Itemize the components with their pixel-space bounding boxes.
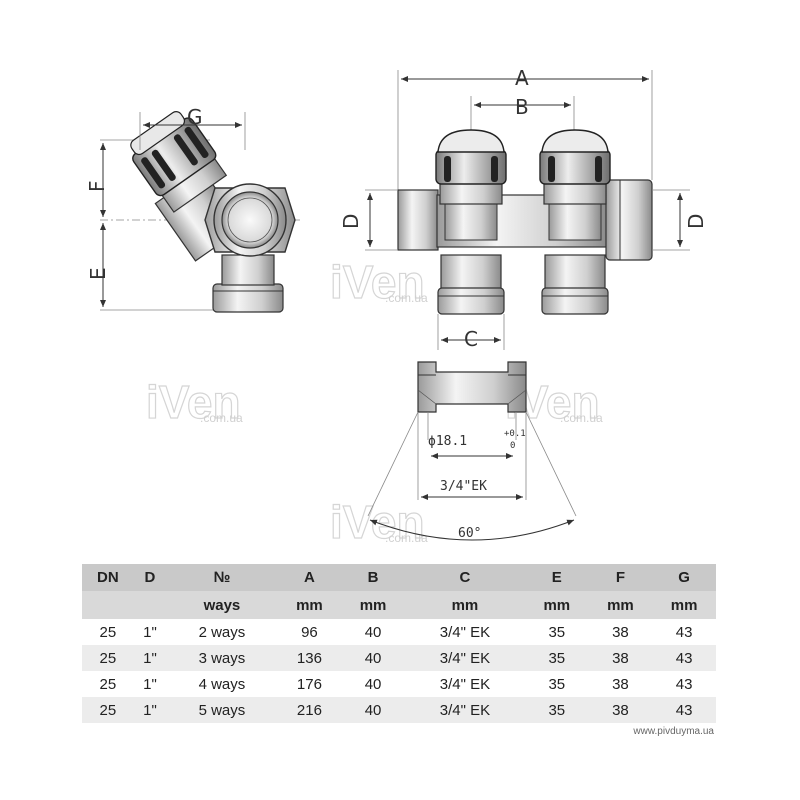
unit-header: ways bbox=[166, 591, 278, 619]
table-cell: 40 bbox=[341, 645, 405, 671]
unit-header: mm bbox=[524, 591, 589, 619]
watermark-domain: .com.ua bbox=[560, 411, 603, 425]
dim-label-e: E bbox=[86, 267, 110, 280]
tolerance-lower: 0 bbox=[510, 441, 515, 451]
col-header: № bbox=[166, 564, 278, 591]
col-header: C bbox=[404, 564, 525, 591]
table-cell: 176 bbox=[296, 675, 322, 693]
table-cell: 1" bbox=[143, 675, 157, 693]
table-header-row: DN D № A B C E F G bbox=[82, 564, 716, 591]
unit-header: mm bbox=[277, 591, 342, 619]
table-cell: 35 bbox=[524, 697, 589, 723]
watermark-brand: iVen bbox=[146, 376, 241, 428]
table-cell: 25 bbox=[82, 645, 134, 671]
unit-header: mm bbox=[588, 591, 653, 619]
table-cell: 216 bbox=[277, 697, 342, 723]
table-cell: 3/4" EK bbox=[404, 697, 525, 723]
table-row: 25 1" 2 ways 96 40 3/4" EK 35 38 43 bbox=[82, 619, 716, 645]
col-header: B bbox=[341, 564, 405, 591]
table-cell: 38 bbox=[612, 675, 629, 693]
table-cell: 1" bbox=[143, 623, 157, 641]
col-header: A bbox=[277, 564, 342, 591]
table-cell: 40 bbox=[341, 697, 405, 723]
table-cell: 25 bbox=[99, 623, 117, 641]
angle-label: 60° bbox=[458, 526, 481, 541]
table-cell: 38 bbox=[612, 623, 629, 641]
dim-label-f: F bbox=[85, 180, 109, 192]
watermark-domain: .com.ua bbox=[385, 531, 428, 545]
dim-label-b: B bbox=[515, 95, 529, 119]
table-cell: 43 bbox=[675, 623, 693, 641]
table-cell: 2 ways bbox=[198, 623, 246, 641]
table-row: 25 1" 5 ways 216 40 3/4" EK 35 38 43 bbox=[82, 697, 716, 723]
dim-label-a: A bbox=[515, 66, 529, 90]
table-cell: 35 bbox=[548, 623, 566, 641]
table-cell: 1" bbox=[133, 645, 167, 671]
col-header: G bbox=[652, 564, 716, 591]
table-cell: 3/4" EK bbox=[404, 645, 525, 671]
tolerance-upper: +0.1 bbox=[504, 429, 526, 439]
table-cell: 4 ways bbox=[198, 675, 246, 693]
dim-label-g: G bbox=[187, 105, 203, 129]
table-cell: 35 bbox=[524, 645, 589, 671]
table-cell: 35 bbox=[548, 675, 566, 693]
table-cell: 40 bbox=[364, 675, 382, 693]
technical-drawing: iVen .com.ua iVen .com.ua iVen .com.ua i… bbox=[85, 66, 708, 549]
table-cell: 96 bbox=[301, 623, 318, 641]
col-header: E bbox=[524, 564, 589, 591]
table-cell: 25 bbox=[99, 675, 117, 693]
dim-label-d-right: D bbox=[684, 214, 708, 229]
table-row: 25 1" 3 ways 136 40 3/4" EK 35 38 43 bbox=[82, 645, 716, 671]
table-cell: 136 bbox=[277, 645, 342, 671]
table-cell: 43 bbox=[652, 697, 716, 723]
table-cell: 38 bbox=[588, 645, 653, 671]
col-header: D bbox=[133, 564, 167, 591]
unit-header bbox=[133, 591, 167, 619]
dim-label-c: C bbox=[464, 327, 478, 351]
unit-header: mm bbox=[404, 591, 525, 619]
table-cell: 1" bbox=[133, 697, 167, 723]
table-cell: 3/4" EK bbox=[439, 623, 491, 641]
table-cell: 40 bbox=[364, 623, 382, 641]
unit-header: mm bbox=[652, 591, 716, 619]
front-view: A B D D bbox=[339, 66, 708, 351]
table-units-row: ways mm mm mm mm mm mm bbox=[82, 591, 716, 619]
connection-detail: ϕ18.1 +0.1 0 3/4"EK 60° bbox=[367, 361, 577, 541]
table-cell: 43 bbox=[652, 645, 716, 671]
table-cell: 5 ways bbox=[166, 697, 278, 723]
watermark-brand: iVen bbox=[330, 256, 425, 308]
unit-header: mm bbox=[341, 591, 405, 619]
table-cell: 43 bbox=[675, 675, 693, 693]
thread-label: 3/4"EK bbox=[440, 479, 487, 494]
table-cell: 3/4" EK bbox=[439, 675, 491, 693]
side-view: F E G bbox=[85, 105, 300, 313]
diameter-label: ϕ18.1 bbox=[428, 434, 467, 449]
table-cell: 25 bbox=[82, 697, 134, 723]
dim-label-d-left: D bbox=[339, 214, 363, 229]
source-credit: www.pivduyma.ua bbox=[633, 726, 714, 737]
spec-table: DN D № A B C E F G ways mm mm mm mm mm m… bbox=[82, 564, 716, 723]
col-header: DN bbox=[82, 564, 134, 591]
table-cell: 38 bbox=[588, 697, 653, 723]
watermark-domain: .com.ua bbox=[200, 411, 243, 425]
watermark-domain: .com.ua bbox=[385, 291, 428, 305]
table-cell: 3 ways bbox=[166, 645, 278, 671]
unit-header bbox=[82, 591, 134, 619]
table-row: 25 1" 4 ways 176 40 3/4" EK 35 38 43 bbox=[82, 671, 716, 697]
col-header: F bbox=[588, 564, 653, 591]
